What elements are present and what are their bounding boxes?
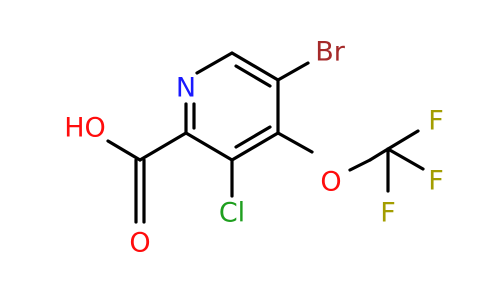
bond-cf3-cfc bbox=[368, 147, 390, 162]
atom-labels: N Br Cl O F F F HO O bbox=[64, 37, 444, 259]
atom-cl: Cl bbox=[219, 198, 245, 229]
bond-cooh-oh bbox=[106, 139, 142, 162]
atom-n: N bbox=[176, 73, 196, 104]
atom-f3: F bbox=[380, 198, 396, 229]
bond-c6-c5-inner bbox=[234, 64, 272, 88]
bond-cf3-f2 bbox=[386, 147, 425, 171]
atom-f1: F bbox=[428, 106, 444, 137]
atom-o-carbonyl: O bbox=[129, 228, 150, 259]
bond-c2-cooh bbox=[138, 131, 188, 162]
bonds bbox=[106, 51, 425, 224]
bond-c5-br bbox=[276, 61, 310, 82]
bond-o-cf3 bbox=[348, 158, 372, 172]
bond-c4-c3-inner bbox=[234, 125, 272, 149]
atom-hydroxyl: HO bbox=[64, 113, 106, 144]
bond-c4-c3 bbox=[230, 131, 280, 162]
bond-n-c6 bbox=[195, 51, 234, 75]
bond-cf3-f1 bbox=[386, 129, 420, 151]
atom-o-ether: O bbox=[320, 167, 341, 198]
bond-c6-c5 bbox=[230, 51, 280, 82]
atom-br: Br bbox=[315, 37, 346, 68]
bond-c3-c2 bbox=[184, 131, 234, 162]
bond-c4-o bbox=[276, 131, 314, 154]
atom-f2: F bbox=[428, 166, 444, 197]
